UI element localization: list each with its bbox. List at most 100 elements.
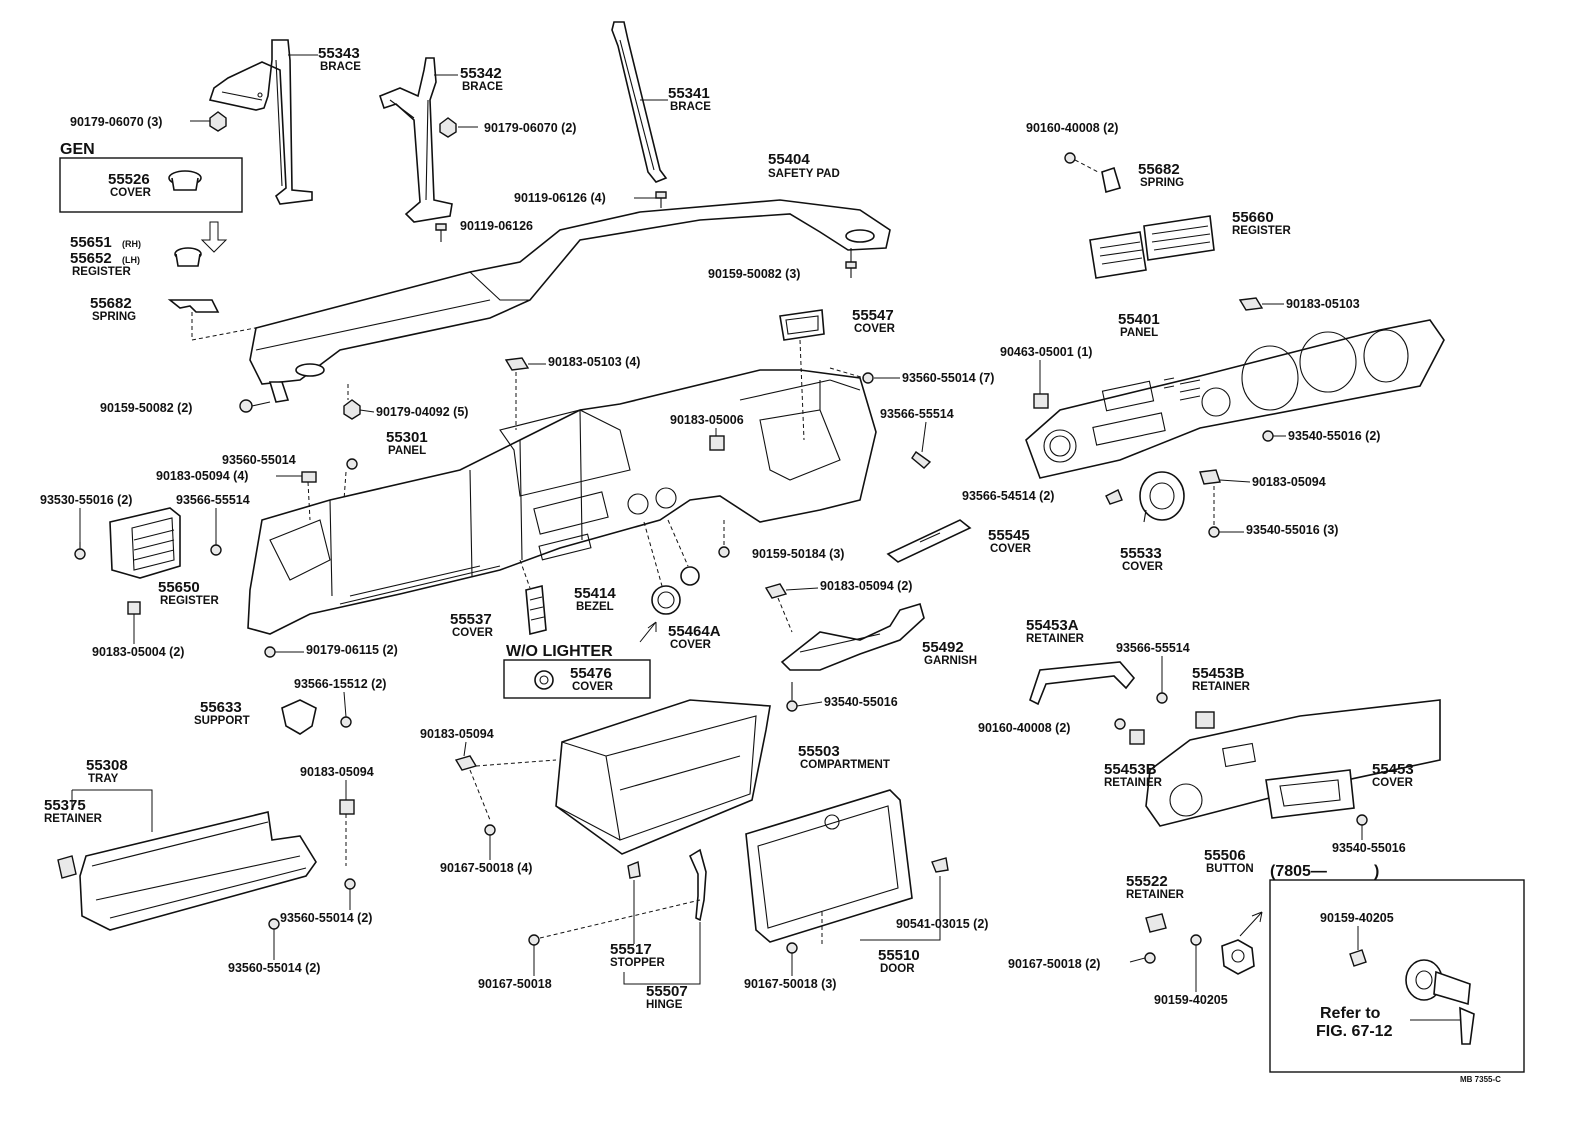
screw-90159-50184 <box>718 520 730 558</box>
label-55476-num: 55476 <box>570 665 612 682</box>
label-f38: 90167-50018 <box>478 977 552 991</box>
screw-90160-40008-a <box>1064 152 1099 173</box>
label-55545-num: 55545 <box>988 527 1030 544</box>
label-f02: 90179-06070 (2) <box>484 121 576 135</box>
label-f31: 90183-05094 <box>420 727 494 741</box>
lead-f31 <box>463 741 467 757</box>
label-55375-num: 55375 <box>44 797 86 814</box>
brace-55343-drawing <box>208 39 318 205</box>
label-55633-name: SUPPORT <box>194 715 250 727</box>
label-55650-num: 55650 <box>158 579 200 596</box>
label-55526-num: 55526 <box>108 171 150 188</box>
label-55401-name: PANEL <box>1120 327 1158 339</box>
label-f26: 90179-06115 (2) <box>306 643 398 657</box>
screw-90167-50018-b <box>528 899 701 946</box>
label-f25: 90183-05004 (2) <box>92 645 184 659</box>
screw-93540-55016-d <box>1356 814 1368 826</box>
label-f29: 93540-55016 <box>824 695 898 709</box>
clip-90183-05006 <box>709 435 725 451</box>
box-7805 <box>1269 879 1525 1073</box>
cover-55453-panel-drawing <box>1145 699 1441 827</box>
label-55342-num: 55342 <box>460 65 502 82</box>
label-55650-name: REGISTER <box>160 595 219 607</box>
label-f27: 93566-55514 <box>1116 641 1190 655</box>
label-55414-num: 55414 <box>574 585 616 602</box>
label-55507-name: HINGE <box>646 999 683 1011</box>
label-f24: 90183-05094 (2) <box>820 579 912 593</box>
panel-55401-drawing <box>1025 319 1445 479</box>
label-55453Bb-name: RETAINER <box>1104 777 1163 789</box>
label-f35: 93560-55014 (2) <box>280 911 372 925</box>
label-55537-num: 55537 <box>450 611 492 628</box>
label-55522-name: RETAINER <box>1126 889 1185 901</box>
label-55510-name: DOOR <box>880 963 915 975</box>
label-55301-num: 55301 <box>386 429 428 446</box>
label-55453Ba-name: RETAINER <box>1192 681 1251 693</box>
label-f03: 90119-06126 (4) <box>514 191 606 205</box>
label-55341-num: 55341 <box>668 85 710 102</box>
label-f22: 93540-55016 (3) <box>1246 523 1338 537</box>
label-f09: 93560-55014 (7) <box>902 371 994 385</box>
screw-93540-55016-b <box>1262 430 1274 442</box>
lead-f28 <box>343 691 347 718</box>
label-55682a-name: SPRING <box>92 311 136 323</box>
label-55453Ba-num: 55453B <box>1192 665 1245 682</box>
label-f16: 90183-05094 (4) <box>156 469 248 483</box>
label-f08: 90183-05103 (4) <box>548 355 640 369</box>
screw-90159-40205-a <box>1190 934 1202 946</box>
label-55517-name: STOPPER <box>610 957 665 969</box>
label-55401-num: 55401 <box>1118 311 1160 328</box>
lead-f14 <box>921 421 927 453</box>
label-55533-name: COVER <box>1122 561 1164 573</box>
cover-55545-drawing <box>886 519 972 563</box>
label-refer-to: Refer to <box>1320 1005 1381 1022</box>
lock-cylinder-drawing <box>1405 959 1475 1045</box>
label-55533-num: 55533 <box>1120 545 1162 562</box>
label-f32: 90183-05094 <box>300 765 374 779</box>
label-f37: 90541-03015 (2) <box>896 917 988 931</box>
gen-box <box>59 157 243 213</box>
label-f06: 90159-50082 (3) <box>708 267 800 281</box>
label-f19: 93540-55016 (2) <box>1288 429 1380 443</box>
bracket-55510 <box>860 876 941 941</box>
label-55526-name: COVER <box>110 187 152 199</box>
screw-93530-55016 <box>74 542 86 560</box>
cover-55526-drawing <box>168 170 202 191</box>
label-55506-num: 55506 <box>1204 847 1246 864</box>
tray-55308-drawing <box>79 811 317 931</box>
screw-93566-55514-a <box>210 540 222 556</box>
label-55343-name: BRACE <box>320 61 361 73</box>
label-gen: GEN <box>60 141 95 158</box>
label-55547-name: COVER <box>854 323 896 335</box>
label-f21: 90183-05094 <box>1252 475 1326 489</box>
arrow-wo-lighter <box>639 621 657 643</box>
lead-f21 <box>1219 479 1251 483</box>
label-f10: 90463-05001 (1) <box>1000 345 1092 359</box>
label-55375-name: RETAINER <box>44 813 103 825</box>
lead-f40 <box>1129 957 1146 963</box>
label-55453-num: 55453 <box>1372 761 1414 778</box>
wo-lighter-box <box>503 659 651 699</box>
label-f12: 90179-04092 (5) <box>376 405 468 419</box>
label-55547-num: 55547 <box>852 307 894 324</box>
screw-93540-55016-c <box>1208 486 1220 538</box>
garnish-55492-drawing <box>780 603 925 671</box>
brace-55341-drawing <box>611 21 668 183</box>
register-55650-drawing <box>109 507 181 579</box>
retainer-55453A-drawing <box>1029 661 1136 706</box>
label-55537-name: COVER <box>452 627 494 639</box>
label-55507-num: 55507 <box>646 983 688 1000</box>
label-f07: 90183-05103 <box>1286 297 1360 311</box>
label-55503-name: COMPARTMENT <box>800 759 890 771</box>
nut-90179-04092 <box>343 384 361 420</box>
label-f17: 93530-55016 (2) <box>40 493 132 507</box>
bracket-55308 <box>71 789 153 832</box>
retainer-55375-drawing <box>57 855 77 879</box>
label-55476-name: COVER <box>572 681 614 693</box>
screw-90159-50082-b <box>239 399 271 413</box>
label-55492-name: GARNISH <box>924 655 977 667</box>
screw-90541-03015 <box>931 857 949 873</box>
screw-90160-40008-b <box>1114 718 1126 730</box>
clip-90183-05094-f <box>339 799 355 866</box>
label-fig-ref: FIG. 67-12 <box>1316 1023 1393 1040</box>
